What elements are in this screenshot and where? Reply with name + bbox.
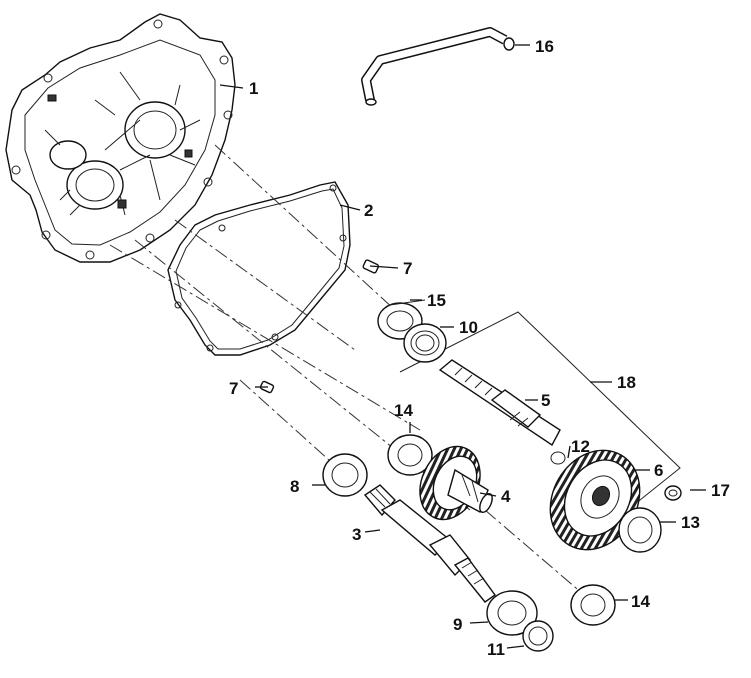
callout-2: 2 <box>364 201 373 220</box>
callout-6: 6 <box>654 461 663 480</box>
leader-lines <box>219 44 706 649</box>
breather-tube <box>361 27 515 106</box>
callout-18: 18 <box>617 373 636 392</box>
callout-13: 13 <box>681 513 700 532</box>
callout-9: 9 <box>453 615 462 634</box>
callout-17: 17 <box>711 481 730 500</box>
drive-shaft-3 <box>363 484 496 603</box>
bearing-14-lower <box>570 584 616 626</box>
callout-7-lower: 7 <box>229 379 238 398</box>
callout-10: 10 <box>459 318 478 337</box>
callout-14-upper: 14 <box>394 401 413 420</box>
washer-17 <box>664 485 682 501</box>
callout-labels: 1 2 3 4 5 6 7 7 8 9 10 11 12 13 14 14 15… <box>229 37 730 659</box>
final-gear-6 <box>549 449 641 551</box>
case-gasket <box>167 181 351 356</box>
bearing-14-upper <box>387 434 433 476</box>
bearing-8 <box>322 453 368 497</box>
transmission-case-cover <box>5 13 236 263</box>
bearing-13 <box>618 507 662 553</box>
callout-7-upper: 7 <box>403 259 412 278</box>
callout-12: 12 <box>571 437 590 456</box>
callout-11: 11 <box>487 640 505 659</box>
callout-1: 1 <box>249 79 258 98</box>
oil-seal-11 <box>522 620 554 652</box>
output-shaft-5 <box>438 359 561 447</box>
alignment-lines <box>109 144 591 641</box>
callout-14-lower: 14 <box>631 592 650 611</box>
callout-4: 4 <box>501 487 511 506</box>
callout-8: 8 <box>290 477 299 496</box>
oil-seal-10 <box>403 323 447 363</box>
callout-15: 15 <box>427 291 446 310</box>
countershaft-gear-4 <box>419 445 493 521</box>
callout-5: 5 <box>541 391 550 410</box>
bearing-9 <box>486 590 538 636</box>
circlip-12 <box>550 451 566 465</box>
callout-16: 16 <box>535 37 554 56</box>
callout-3: 3 <box>352 525 361 544</box>
